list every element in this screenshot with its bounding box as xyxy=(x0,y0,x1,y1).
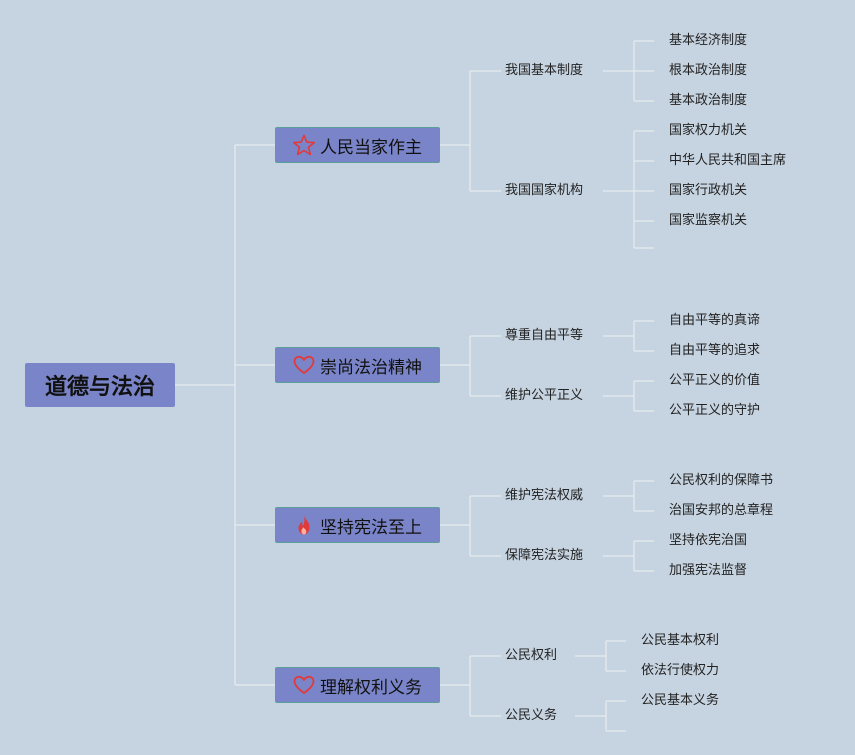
leaf-node[interactable]: 自由平等的追求 xyxy=(669,343,761,358)
sub-node[interactable]: 公民义务 xyxy=(505,708,558,723)
branch-node[interactable]: 人民当家作主 xyxy=(275,127,440,163)
leaf-node[interactable]: 自由平等的真谛 xyxy=(669,313,761,328)
sub-node[interactable]: 维护宪法权威 xyxy=(505,488,584,503)
fire-icon xyxy=(292,514,316,536)
root-node[interactable]: 道德与法治 xyxy=(25,363,175,407)
leaf-node[interactable]: 基本政治制度 xyxy=(669,93,748,108)
leaf-node[interactable]: 公平正义的守护 xyxy=(669,403,761,418)
leaf-node[interactable]: 公民基本权利 xyxy=(641,633,720,648)
leaf-node[interactable]: 中华人民共和国主席 xyxy=(669,153,787,168)
sub-node[interactable]: 维护公平正义 xyxy=(505,388,584,403)
branch-node[interactable]: 理解权利义务 xyxy=(275,667,440,703)
leaf-node[interactable]: 公民基本义务 xyxy=(641,693,720,708)
branch-node[interactable]: 崇尚法治精神 xyxy=(275,347,440,383)
heart-icon xyxy=(292,354,316,376)
branch-node[interactable]: 坚持宪法至上 xyxy=(275,507,440,543)
branch-label: 理解权利义务 xyxy=(320,677,422,698)
sub-node[interactable]: 保障宪法实施 xyxy=(505,548,584,563)
leaf-node[interactable]: 国家权力机关 xyxy=(669,123,748,138)
branch-label: 坚持宪法至上 xyxy=(320,517,422,538)
leaf-node[interactable]: 国家行政机关 xyxy=(669,183,748,198)
leaf-node[interactable]: 公平正义的价值 xyxy=(669,373,761,388)
leaf-node[interactable]: 公民权利的保障书 xyxy=(669,473,774,488)
sub-node[interactable]: 我国国家机构 xyxy=(505,183,584,198)
leaf-node[interactable]: 治国安邦的总章程 xyxy=(669,503,774,518)
sub-node[interactable]: 我国基本制度 xyxy=(505,63,584,78)
sub-node[interactable]: 尊重自由平等 xyxy=(505,328,584,343)
heart-icon xyxy=(292,674,316,696)
leaf-node[interactable]: 加强宪法监督 xyxy=(669,563,748,578)
leaf-node[interactable]: 国家监察机关 xyxy=(669,213,748,228)
leaf-node[interactable]: 坚持依宪治国 xyxy=(669,533,748,548)
branch-label: 崇尚法治精神 xyxy=(320,357,422,378)
sub-node[interactable]: 公民权利 xyxy=(505,648,558,663)
leaf-node[interactable]: 依法行使权力 xyxy=(641,663,720,678)
star-icon xyxy=(292,134,316,156)
leaf-node[interactable]: 基本经济制度 xyxy=(669,33,748,48)
branch-label: 人民当家作主 xyxy=(320,137,422,158)
leaf-node[interactable]: 根本政治制度 xyxy=(669,63,748,78)
